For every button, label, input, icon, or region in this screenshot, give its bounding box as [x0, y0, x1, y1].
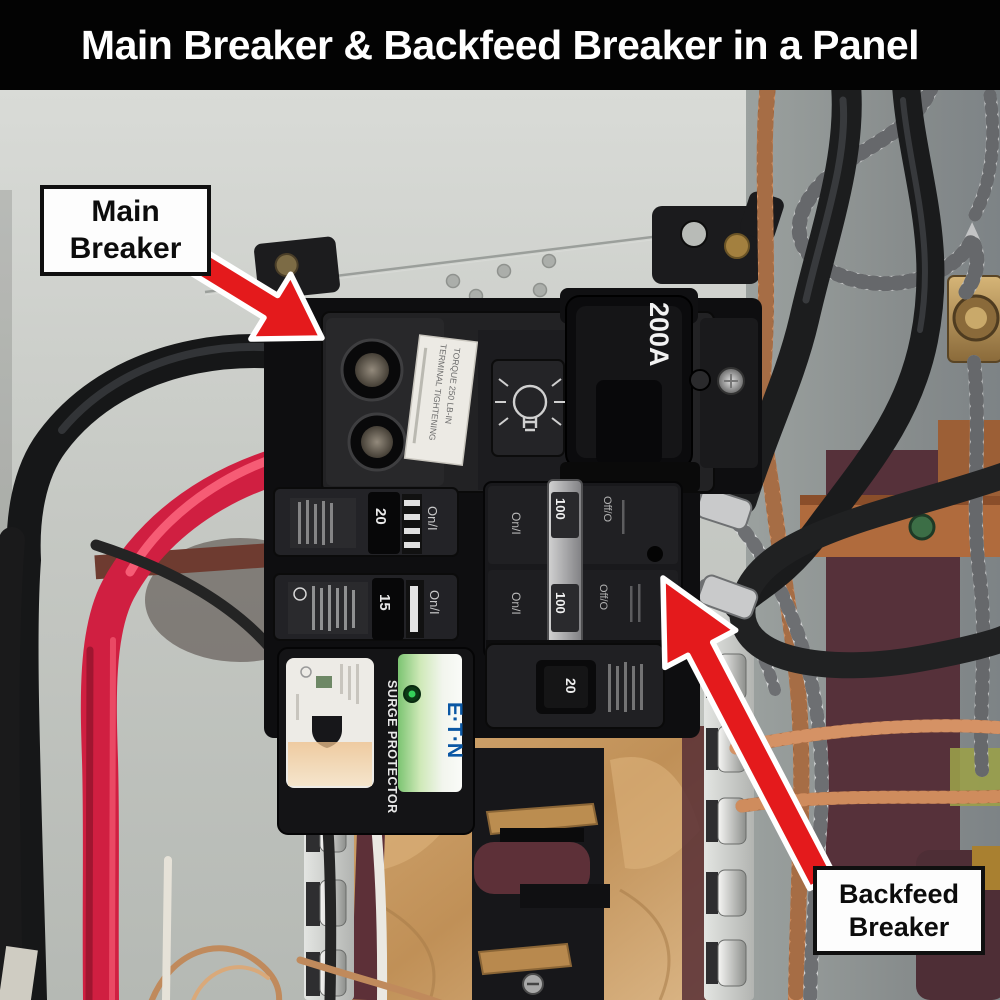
print-smudge — [312, 585, 355, 631]
light-bulb-icon — [495, 378, 565, 432]
breaker-assembly: TERMINAL TIGHTENING TORQUE 250 LB-IN 200… — [264, 288, 762, 835]
breaker-15a-rating: 15 — [376, 594, 393, 611]
breaker-20a-state: On/I — [425, 506, 440, 531]
black-feeder-cables — [724, 90, 1000, 679]
main-breaker-callout-line2: Breaker — [69, 231, 182, 265]
main-breaker-callout-line1: Main — [91, 194, 160, 228]
shield-icon — [312, 716, 342, 748]
backfeed-state-off-bottom: Off/O — [597, 584, 609, 611]
backfeed-breaker: On/I Off/O On/I Off/O 100 100 — [483, 479, 683, 659]
torque-info-label: TERMINAL TIGHTENING TORQUE 250 LB-IN — [403, 334, 479, 467]
surge-protector-label: SURGE PROTECTOR — [385, 680, 399, 814]
page-title: Main Breaker & Backfeed Breaker in a Pan… — [80, 21, 920, 68]
backfeed-rating-bottom: 100 — [553, 592, 568, 614]
title-bar: Main Breaker & Backfeed Breaker in a Pan… — [0, 0, 1000, 90]
wire-ferrules — [695, 487, 759, 620]
backfeed-breaker-callout-line1: Backfeed — [838, 878, 960, 909]
backfeed-breaker-callout: Backfeed Breaker — [813, 866, 985, 955]
green-bus-screw — [908, 513, 936, 541]
backfeed-rating-top: 100 — [553, 498, 568, 520]
eaton-brand-logo: E·T·N — [443, 702, 466, 758]
branch-breaker-20a: 20 On/I — [273, 487, 459, 557]
backfeed-state-on-bottom: On/I — [509, 592, 523, 615]
branch-breaker-15a: 15 On/I — [273, 573, 459, 641]
print-smudge — [296, 664, 359, 720]
breaker-handle — [372, 578, 404, 640]
cable-label-tag — [0, 946, 38, 1000]
breaker-20a-bottom-rating: 20 — [563, 678, 579, 694]
handle-tie-bar: 100 100 — [547, 479, 583, 657]
main-breaker-lugs — [340, 338, 407, 472]
bare-copper-wires — [148, 856, 443, 1000]
backfeed-state-on-top: On/I — [509, 512, 523, 535]
breaker-stab-column — [472, 748, 610, 1000]
main-breaker: TERMINAL TIGHTENING TORQUE 250 LB-IN 200… — [321, 288, 758, 493]
panel-photo: TERMINAL TIGHTENING TORQUE 250 LB-IN 200… — [0, 90, 1000, 1000]
mounting-clip-left — [254, 236, 340, 300]
breaker-handle — [368, 492, 400, 554]
backfeed-state-off-top: Off/O — [601, 496, 613, 523]
print-smudge — [298, 500, 333, 545]
breaker-20a-rating: 20 — [372, 508, 389, 525]
backfeed-breaker-callout-line2: Breaker — [848, 911, 950, 942]
print-smudge — [622, 500, 641, 622]
main-breaker-callout: Main Breaker — [40, 185, 211, 276]
main-breaker-rating: 200A — [644, 302, 674, 367]
surge-protector: SURGE PROTECTOR E·T·N — [277, 647, 475, 835]
breaker-15a-state: On/I — [427, 590, 442, 615]
branch-breaker-20a-bottom: 20 — [485, 640, 665, 729]
print-smudge — [608, 662, 643, 712]
main-breaker-handle: 200A — [560, 288, 700, 492]
